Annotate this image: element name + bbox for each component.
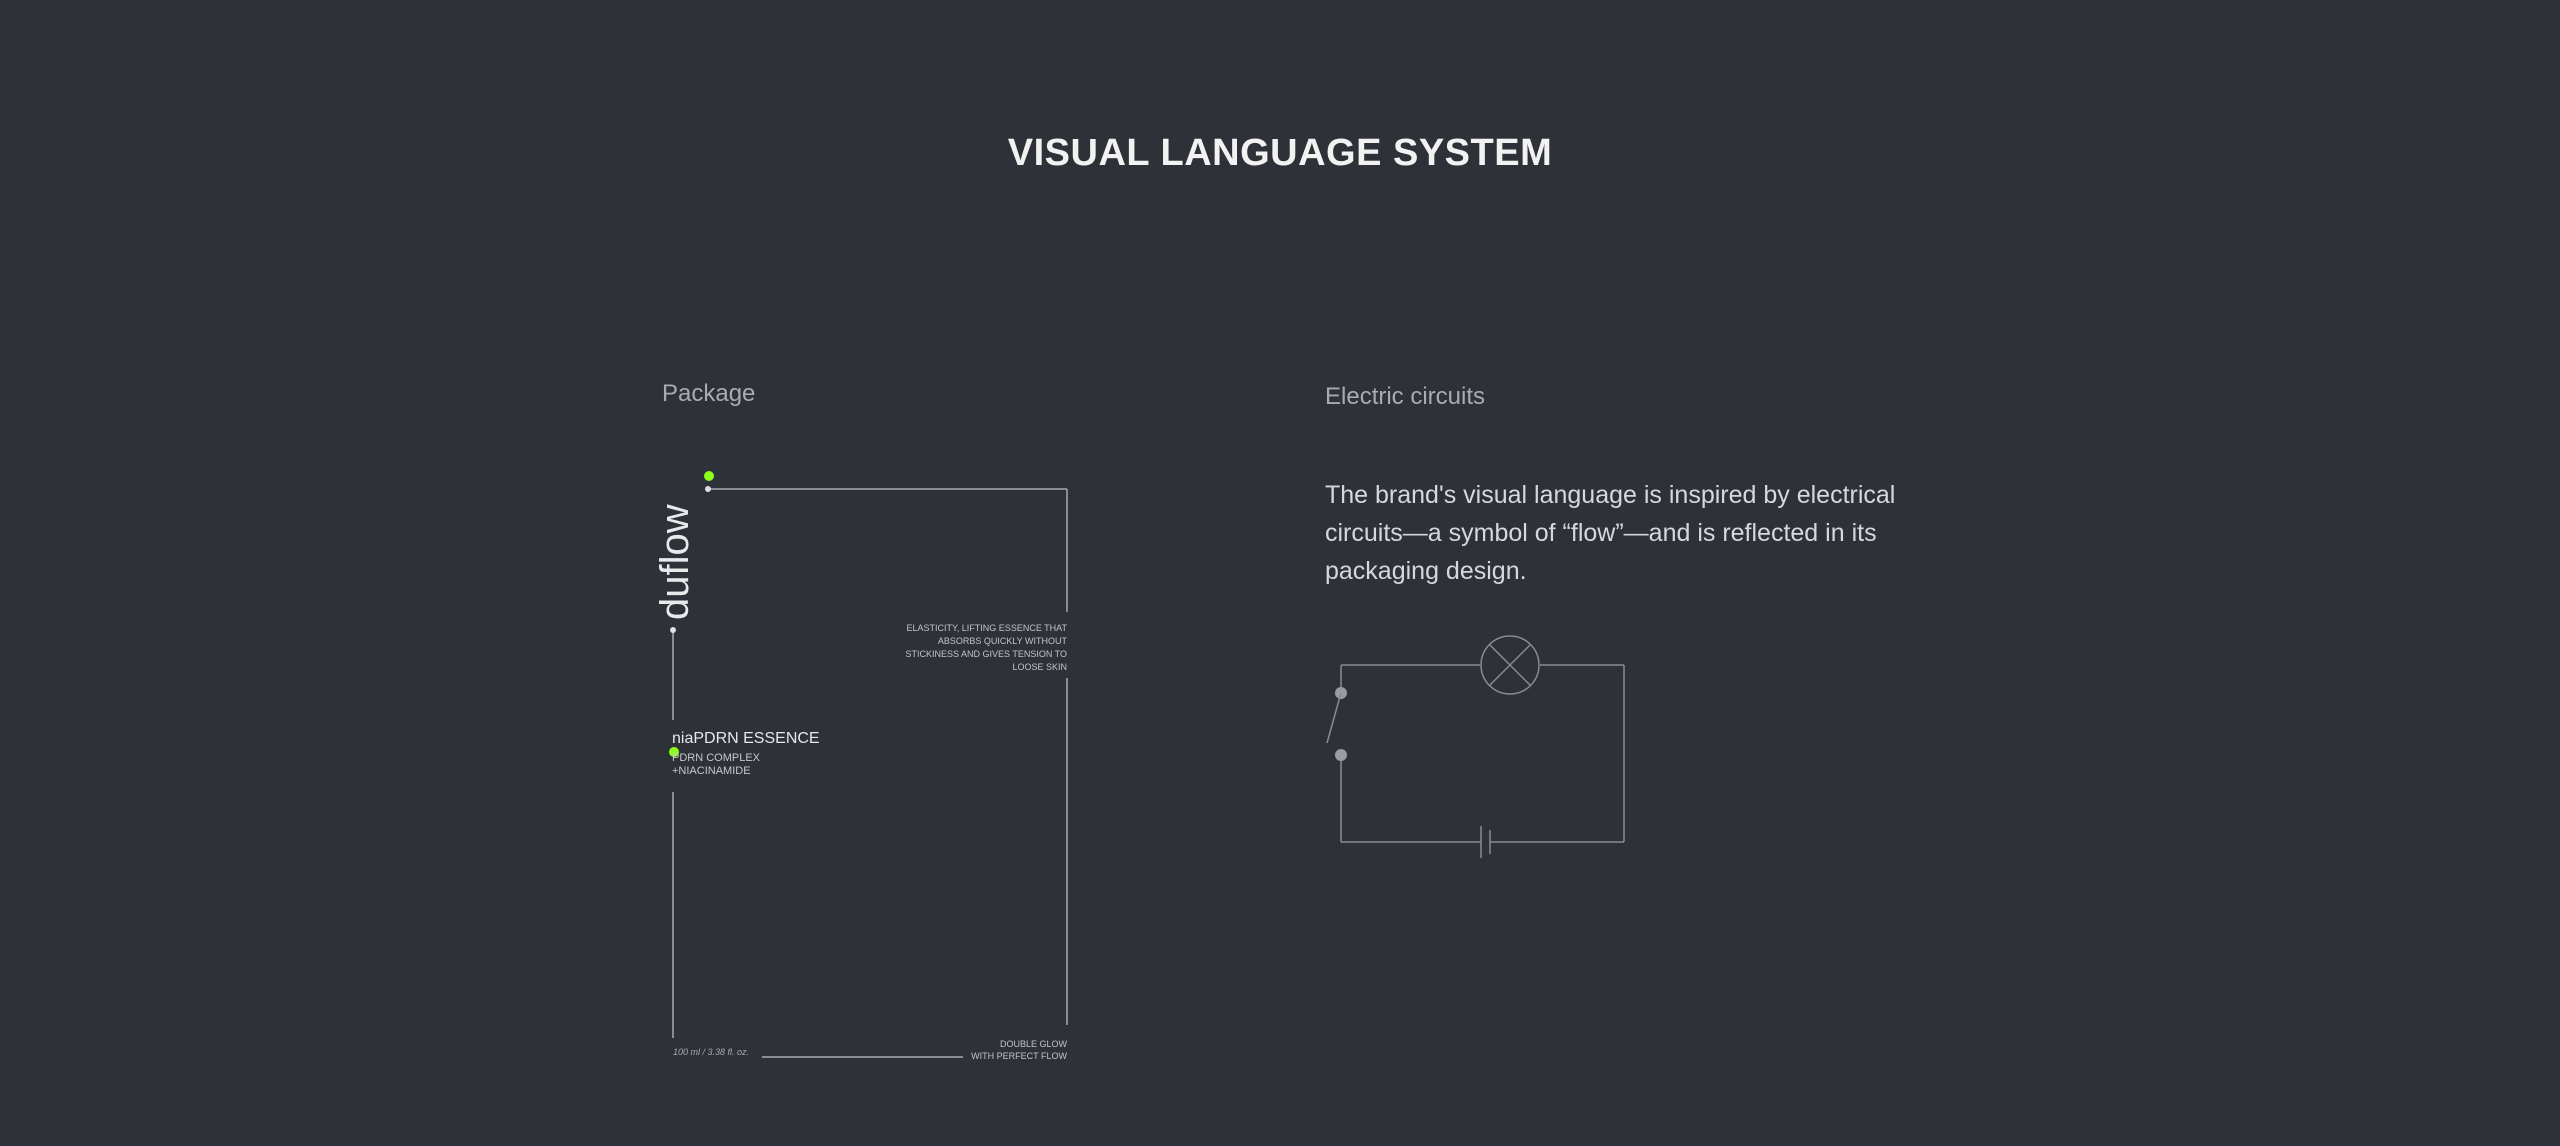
- switch-icon: [1326, 687, 1347, 761]
- product-sub-line: +NIACINAMIDE: [672, 765, 751, 777]
- circuits-description: The brand's visual language is inspired …: [1325, 481, 1896, 585]
- product-sub-line: PDRN COMPLEX: [672, 752, 761, 764]
- circuits-label: Electric circuits: [1325, 383, 1486, 410]
- brand-logo: duflow: [653, 504, 697, 620]
- claim-line: LOOSE SKIN: [1012, 662, 1067, 672]
- product-claim: ELASTICITY, LIFTING ESSENCE THAT ABSORBS…: [900, 622, 1067, 674]
- package-terminal-dot: [705, 486, 711, 492]
- claim-line: ABSORBS QUICKLY WITHOUT: [937, 636, 1067, 646]
- claim-line: STICKINESS AND GIVES TENSION TO: [905, 649, 1067, 659]
- battery-icon: [1480, 826, 1491, 858]
- claim-line: ELASTICITY, LIFTING ESSENCE THAT: [906, 623, 1067, 633]
- product-subtitle: PDRN COMPLEX +NIACINAMIDE: [672, 752, 760, 778]
- product-name: niaPDRN ESSENCE: [672, 730, 820, 747]
- lamp-icon: [1480, 635, 1540, 695]
- accent-dot: [704, 471, 714, 481]
- volume-text: 100 ml / 3.38 fl. oz.: [673, 1047, 750, 1057]
- circuit-diagram: [1326, 635, 1625, 858]
- package-terminal-dot: [670, 627, 676, 633]
- package-outline: [669, 471, 1068, 1058]
- accent-dot: [669, 747, 679, 757]
- page-title: VISUAL LANGUAGE SYSTEM: [1007, 132, 1553, 174]
- package-label: Package: [662, 380, 756, 407]
- footer-claim-line: DOUBLE GLOW: [999, 1039, 1067, 1049]
- footer-claim: DOUBLE GLOW WITH PERFECT FLOW: [940, 1038, 1067, 1062]
- footer-claim-line: WITH PERFECT FLOW: [971, 1051, 1067, 1061]
